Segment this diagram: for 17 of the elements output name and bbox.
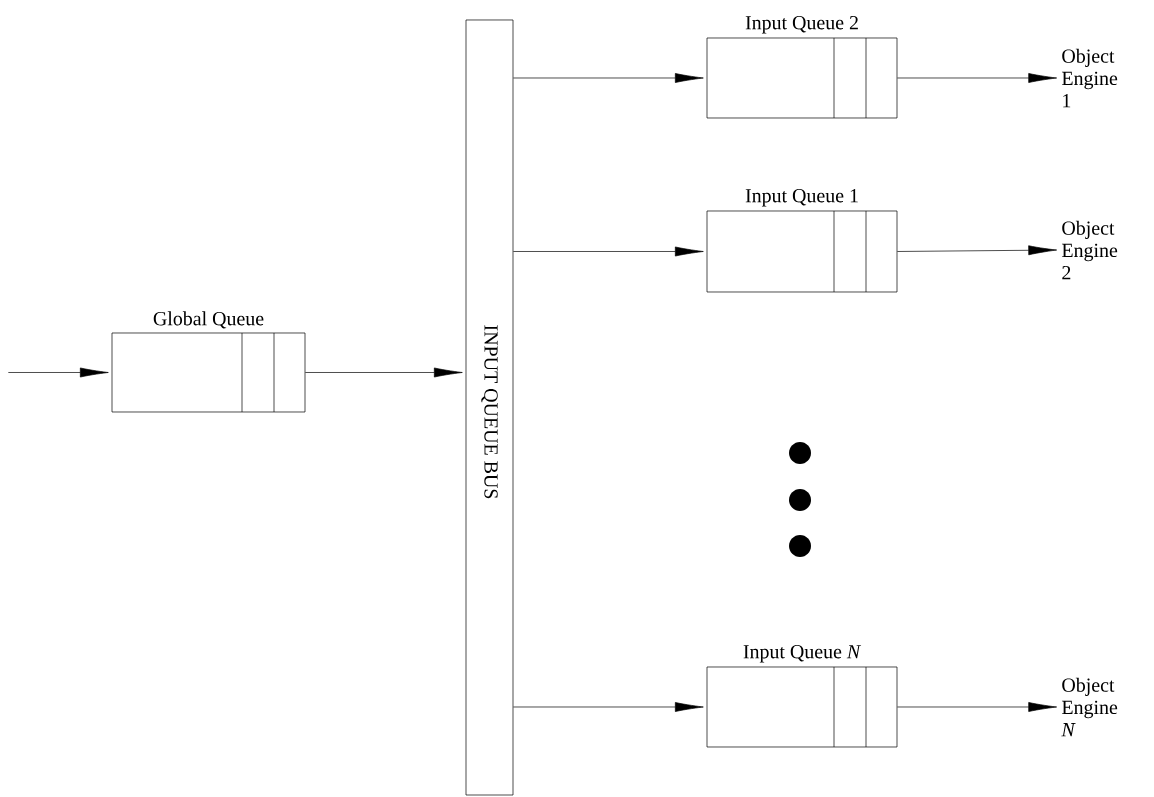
queue-box: Input Queue 2 [706,16,898,119]
arrow [897,73,1057,83]
node-label: Input Queue 1 [745,188,858,207]
arrow [513,73,704,83]
queue-box: Input Queue N [706,645,898,748]
arrow [897,702,1057,712]
queue-box: Global Queue [111,311,306,413]
node-label: Global Queue [153,311,264,329]
bus-bar: INPUT QUEUE BUS [465,19,514,796]
node-label: Input Queue 2 [745,15,858,34]
arrow [897,245,1057,256]
engine-label: Object Engine 1 [1062,48,1118,108]
node-label: Input Queue N [743,644,862,663]
queue-box: Input Queue 1 [706,189,898,293]
arrow [513,702,704,712]
engine-label: Object Engine N [1061,677,1118,737]
engine-label: Object Engine 2 [1062,220,1118,280]
